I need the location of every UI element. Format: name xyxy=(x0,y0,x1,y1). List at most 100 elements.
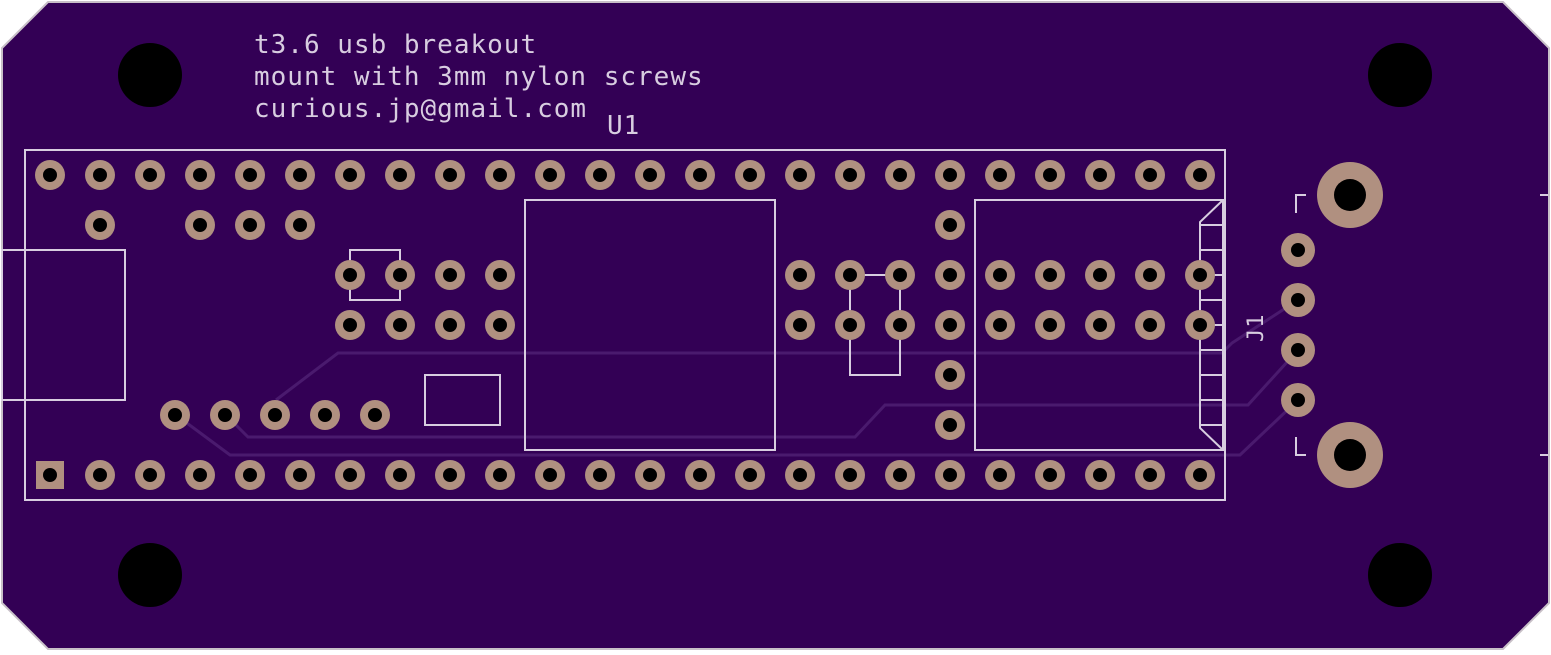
pad-drill xyxy=(593,168,607,182)
j1-corner-bottom xyxy=(1295,437,1306,456)
u1-inner-pin xyxy=(1035,310,1065,340)
pad-drill xyxy=(1143,468,1157,482)
u1-inner-pin xyxy=(1135,260,1165,290)
pad-drill xyxy=(193,218,207,232)
u1-inner-pin xyxy=(385,260,415,290)
pad-drill xyxy=(1093,168,1107,182)
u1-inner-pin xyxy=(935,410,965,440)
u1-top-pin xyxy=(835,160,865,190)
pad-drill xyxy=(1143,168,1157,182)
u1-inner-pin xyxy=(885,310,915,340)
pad-drill xyxy=(43,468,57,482)
j1-corner-top xyxy=(1295,194,1306,213)
j1-shield-pad-bottom xyxy=(1317,422,1383,488)
pad-drill xyxy=(268,408,282,422)
pad-drill xyxy=(943,218,957,232)
u1-top-pin xyxy=(335,160,365,190)
u1-inner-pin xyxy=(785,260,815,290)
pad-drill xyxy=(943,368,957,382)
pad-drill xyxy=(143,468,157,482)
pad-drill xyxy=(493,318,507,332)
u1-top-pin xyxy=(585,160,615,190)
u1-inner-pin xyxy=(335,310,365,340)
pad-drill xyxy=(193,168,207,182)
u1-bottom-pin xyxy=(435,460,465,490)
u1-inner-pin xyxy=(385,310,415,340)
u1-top-pin xyxy=(935,160,965,190)
pad-drill xyxy=(368,408,382,422)
j1-pin xyxy=(1281,283,1315,317)
processor-outline xyxy=(524,199,776,451)
pad-drill xyxy=(243,218,257,232)
u1-top-pin xyxy=(535,160,565,190)
title-line-1: t3.6 usb breakout xyxy=(254,30,537,60)
pad-drill xyxy=(1143,318,1157,332)
pad-drill xyxy=(243,468,257,482)
u1-top-pin xyxy=(235,160,265,190)
u1-top-pin xyxy=(1035,160,1065,190)
u1-bottom-pin xyxy=(385,460,415,490)
u1-top-pin xyxy=(285,160,315,190)
trace-1 xyxy=(175,398,1300,457)
j1-shield-pad-top xyxy=(1317,162,1383,228)
u1-inner-pin xyxy=(1135,310,1165,340)
pad-drill xyxy=(1334,439,1366,471)
u1-bottom-pin xyxy=(835,460,865,490)
pad-drill xyxy=(993,318,1007,332)
pad-drill xyxy=(443,168,457,182)
pad-drill xyxy=(543,468,557,482)
trace-3 xyxy=(275,351,1222,402)
pad-drill xyxy=(1043,318,1057,332)
u1-bottom-pin xyxy=(735,460,765,490)
u1-top-pin xyxy=(435,160,465,190)
u1-bottom-pin xyxy=(985,460,1015,490)
u1-top-pin xyxy=(685,160,715,190)
u1-inner-pin xyxy=(985,310,1015,340)
pad-drill xyxy=(943,418,957,432)
u1-inner-pin xyxy=(235,210,265,240)
pad-drill xyxy=(1291,343,1305,357)
u1-inner-pin xyxy=(985,260,1015,290)
u1-inner-pin xyxy=(285,210,315,240)
pad-drill xyxy=(318,408,332,422)
u1-bottom-pin xyxy=(935,460,965,490)
pad-drill xyxy=(143,168,157,182)
pad-drill xyxy=(693,168,707,182)
u1-usb-host-pin xyxy=(310,400,340,430)
j1-pin xyxy=(1281,383,1315,417)
pad-drill xyxy=(793,318,807,332)
u1-usb-host-pin xyxy=(260,400,290,430)
u1-bottom-pin xyxy=(1085,460,1115,490)
u1-inner-pin xyxy=(835,260,865,290)
trace-2 xyxy=(224,348,1300,439)
pad-drill xyxy=(493,268,507,282)
u1-bottom-pin xyxy=(36,461,64,489)
u1-top-pin xyxy=(385,160,415,190)
pad-drill xyxy=(93,468,107,482)
u1-top-pin xyxy=(485,160,515,190)
pad-drill xyxy=(1193,318,1207,332)
u1-inner-pin xyxy=(435,310,465,340)
u1-inner-pin xyxy=(935,260,965,290)
silkscreen-text: t3.6 usb breakout mount with 3mm nylon s… xyxy=(254,30,1269,342)
pad-drill xyxy=(193,468,207,482)
u1-reference: U1 xyxy=(607,111,640,141)
pad-drill xyxy=(743,468,757,482)
pad-drill xyxy=(943,468,957,482)
mounting-hole-top-left xyxy=(118,43,182,107)
pad-drill xyxy=(643,468,657,482)
u1-inner-pin xyxy=(1085,310,1115,340)
pad-drill xyxy=(1043,168,1057,182)
u1-bottom-pin xyxy=(785,460,815,490)
pad-drill xyxy=(1291,243,1305,257)
u1-top-pin xyxy=(85,160,115,190)
j1-pin xyxy=(1281,333,1315,367)
usb-connector-outline xyxy=(1,249,126,401)
pad-drill xyxy=(793,468,807,482)
pad-drill xyxy=(1193,268,1207,282)
mounting-hole-top-right xyxy=(1368,43,1432,107)
pad-drill xyxy=(1291,393,1305,407)
u1-top-pin xyxy=(1085,160,1115,190)
u1-bottom-pin xyxy=(85,460,115,490)
